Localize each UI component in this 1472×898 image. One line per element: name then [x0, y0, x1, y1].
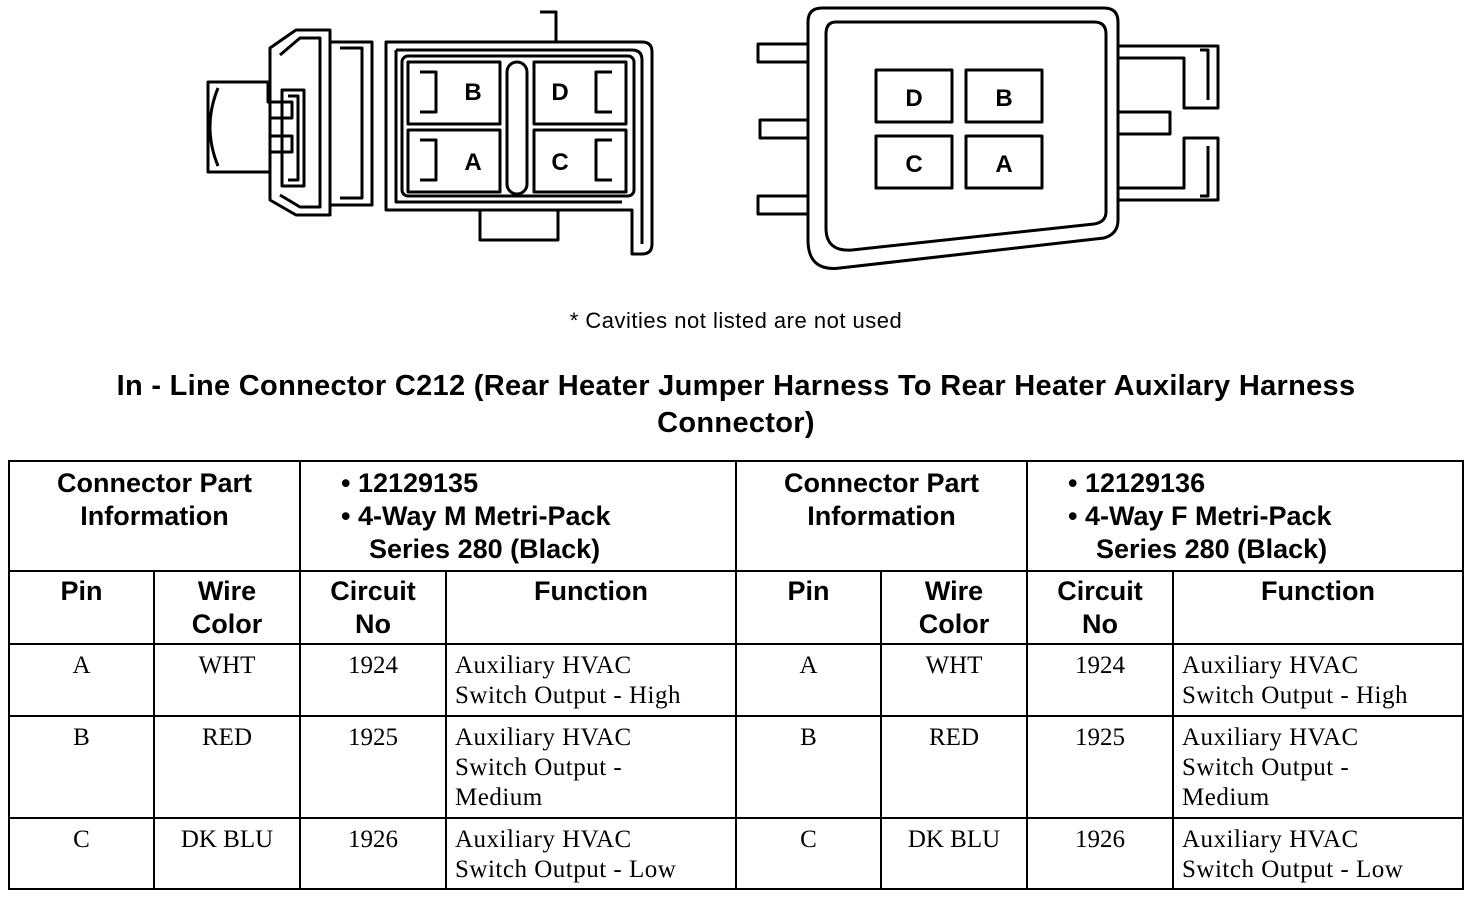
wire-color-cell: RED	[929, 723, 979, 751]
cavity-label-d-right: D	[905, 85, 922, 112]
connector-left-drawing: B D A C	[206, 10, 654, 256]
title-line-2: Connector)	[657, 407, 815, 439]
circuit-cell: 1924	[348, 652, 398, 680]
part-desc-left: • 4-Way M Metri-Pack	[341, 501, 611, 531]
part-info-row: Connector Part Information • 12129135 • …	[8, 459, 1464, 573]
title-line-1: In - Line Connector C212 (Rear Heater Ju…	[116, 370, 1356, 402]
wire-color-cell: WHT	[198, 652, 256, 680]
pinout-table: Connector Part Information • 12129135 • …	[8, 459, 1464, 891]
part-info-label-line2: Information	[807, 501, 956, 531]
unused-cavities-note: * Cavities not listed are not used	[569, 308, 903, 333]
connector-diagrams: B D A C D B C A	[206, 6, 1220, 270]
wire-color-cell: WHT	[925, 652, 983, 680]
circuit-cell: 1926	[348, 825, 398, 853]
header-pin: Pin	[60, 576, 103, 607]
header-function: Function	[534, 576, 648, 607]
part-info-label-right: Connector Part Information	[735, 459, 1028, 573]
part-info-label-line1: Connector Part	[56, 468, 253, 498]
connector-title: In - Line Connector C212 (Rear Heater Ju…	[20, 368, 1452, 442]
cavity-label-b-right: B	[995, 85, 1012, 112]
cavity-label-d: D	[551, 79, 568, 106]
wire-color-cell: RED	[202, 723, 252, 751]
circuit-cell: 1925	[1075, 723, 1125, 751]
part-info-label-left: Connector Part Information	[8, 459, 301, 573]
part-info-left: • 12129135 • 4-Way M Metri-Pack Series 2…	[299, 459, 737, 573]
part-info-right: • 12129136 • 4-Way F Metri-Pack Series 2…	[1026, 459, 1464, 573]
cavity-label-c: C	[551, 149, 568, 176]
pin-cell: C	[800, 825, 817, 853]
part-info-label-line2: Information	[80, 501, 229, 531]
header-function: Function	[1261, 576, 1375, 607]
wire-color-cell: DK BLU	[907, 825, 1001, 853]
cavity-label-a-right: A	[995, 151, 1012, 178]
pin-cell: B	[73, 723, 90, 751]
cavity-label-c-right: C	[905, 151, 922, 178]
pin-cell: A	[799, 652, 818, 680]
part-series-right: Series 280 (Black)	[1096, 534, 1328, 564]
cavity-label-a: A	[464, 149, 481, 176]
cavity-label-b: B	[464, 79, 481, 106]
pin-cell: A	[72, 652, 91, 680]
wire-color-cell: DK BLU	[180, 825, 274, 853]
connector-right-drawing: D B C A	[756, 6, 1220, 270]
part-info-label-line1: Connector Part	[783, 468, 980, 498]
part-number-right: • 12129136	[1068, 468, 1206, 498]
circuit-cell: 1924	[1075, 652, 1125, 680]
part-series-left: Series 280 (Black)	[369, 534, 601, 564]
circuit-cell: 1926	[1075, 825, 1125, 853]
part-desc-right: • 4-Way F Metri-Pack	[1068, 501, 1332, 531]
pin-cell: B	[800, 723, 817, 751]
pin-cell: C	[73, 825, 90, 853]
header-pin: Pin	[787, 576, 830, 607]
circuit-cell: 1925	[348, 723, 398, 751]
part-number-left: • 12129135	[341, 468, 479, 498]
